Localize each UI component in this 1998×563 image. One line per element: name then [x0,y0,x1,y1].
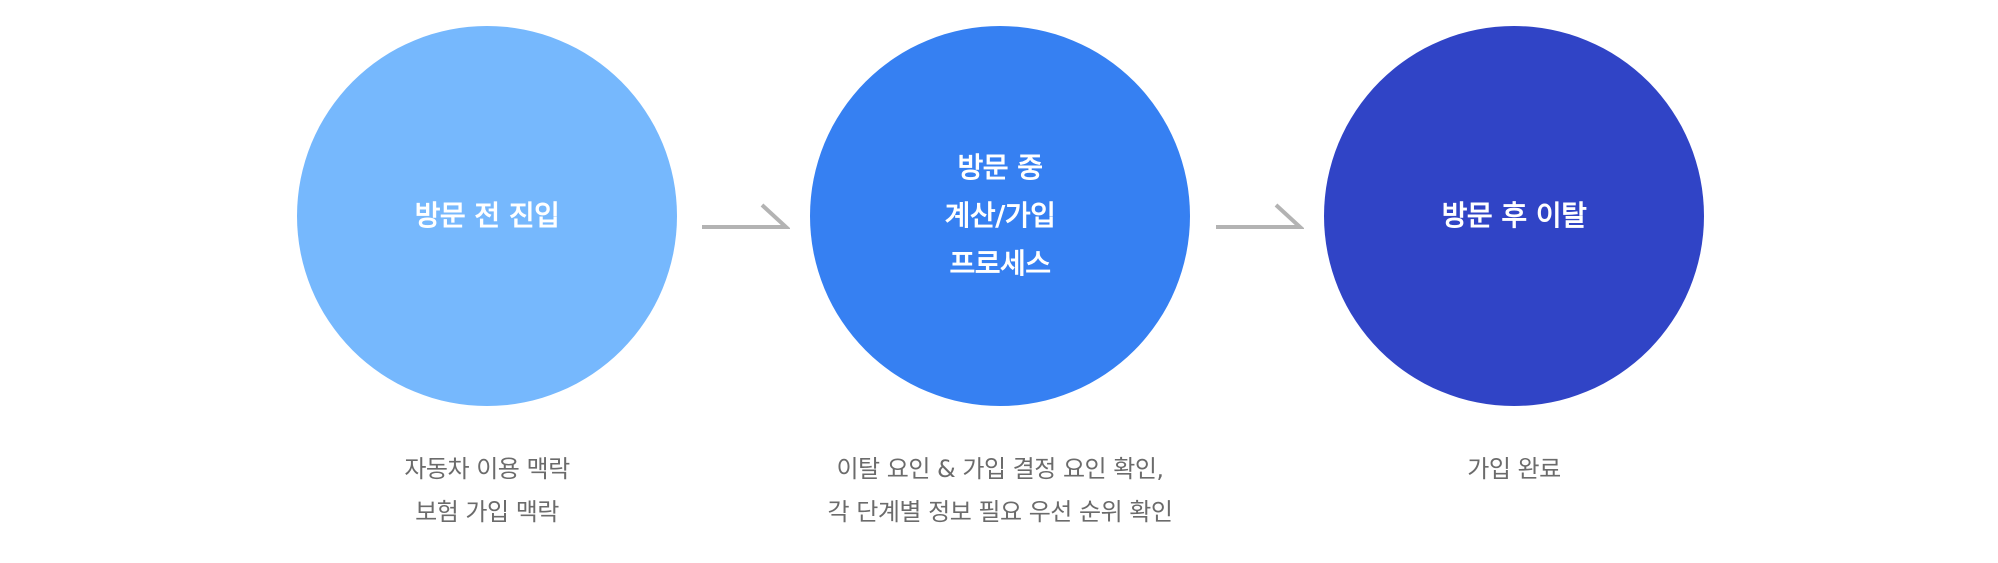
step-2-caption-line-2: 각 단계별 정보 필요 우선 순위 확인 [827,498,1173,526]
step-2-circle: 방문 중 계산/가입 프로세스 [810,26,1190,406]
step-2-caption-line-1: 이탈 요인 & 가입 결정 요인 확인, [836,455,1164,483]
step-2-title-line-2: 계산/가입 [944,199,1056,232]
arrow-right-icon [702,203,790,229]
arrow-right-icon [1216,203,1304,229]
step-2-caption: 이탈 요인 & 가입 결정 요인 확인, 각 단계별 정보 필요 우선 순위 확… [740,448,1260,534]
step-3-title: 방문 후 이탈 [1441,199,1587,232]
step-1-caption: 자동차 이용 맥락 보험 가입 맥락 [227,448,747,534]
step-1-title: 방문 전 진입 [414,199,560,232]
step-2-title-line-1: 방문 중 [957,151,1043,184]
step-3-caption: 가입 완료 [1254,448,1774,491]
step-1-circle: 방문 전 진입 [297,26,677,406]
step-2-title-line-3: 프로세스 [949,247,1051,280]
step-1-caption-line-2: 보험 가입 맥락 [415,498,559,526]
step-3-circle: 방문 후 이탈 [1324,26,1704,406]
step-3-caption-line-1: 가입 완료 [1467,455,1561,483]
step-1-caption-line-1: 자동차 이용 맥락 [404,455,570,483]
